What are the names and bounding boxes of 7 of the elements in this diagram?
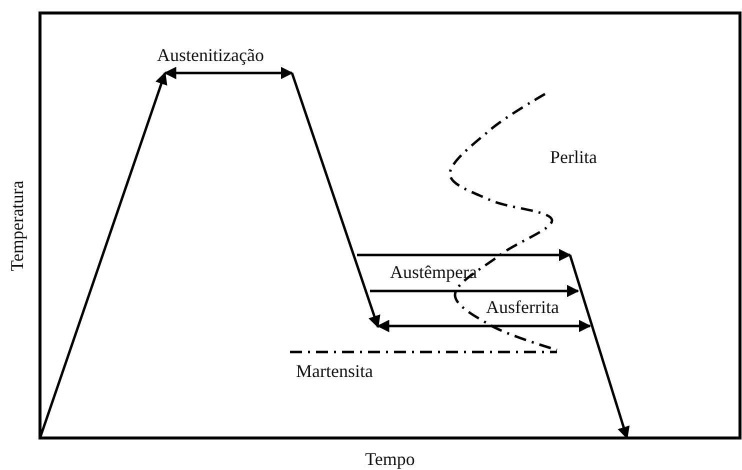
axis-label: Temperatura (8, 180, 26, 272)
axis-label: Tempo (365, 450, 415, 468)
region-label: Martensita (296, 362, 373, 380)
region-label: Perlita (550, 148, 597, 166)
region-label: Ausferrita (486, 298, 559, 316)
region-label: Austenitização (157, 46, 264, 64)
region-label: Austêmpera (390, 263, 477, 281)
